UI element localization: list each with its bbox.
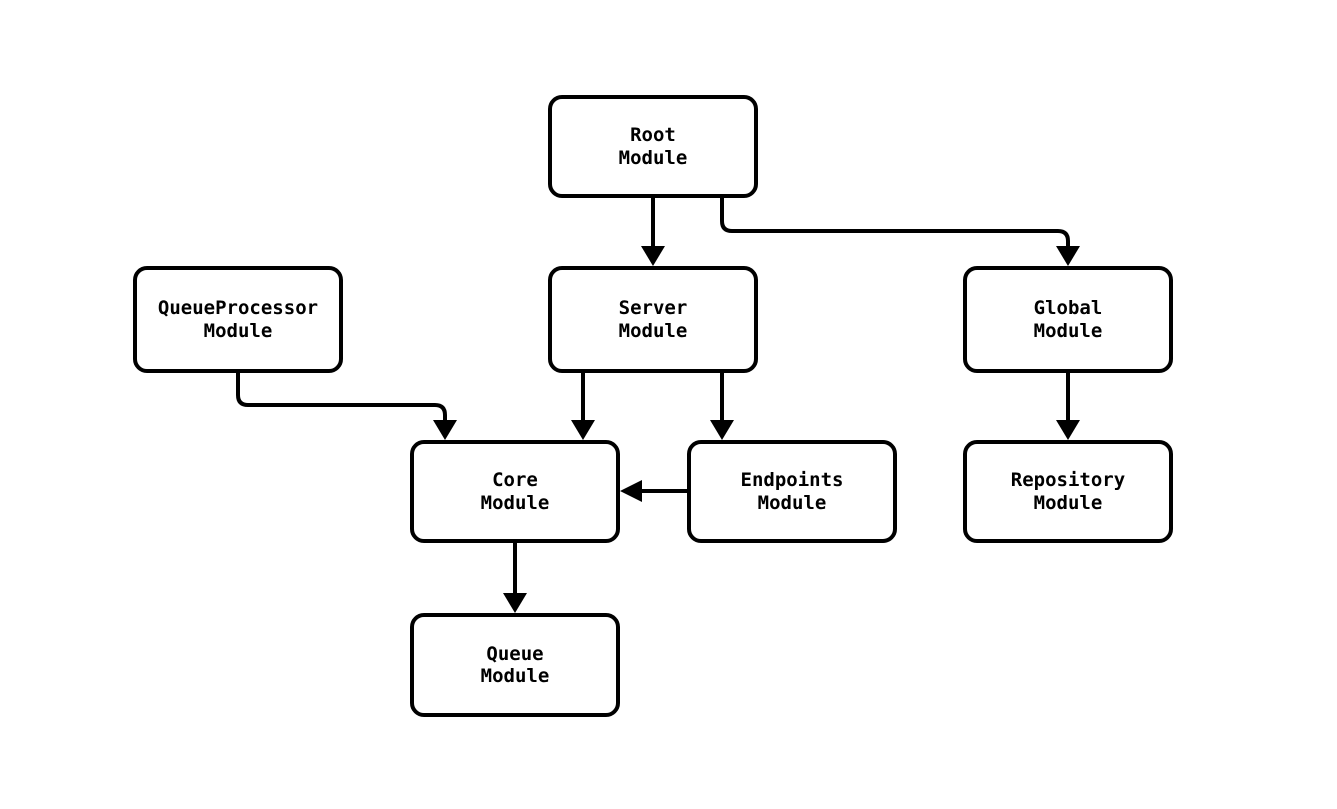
node-core-module-label-line2: Module <box>480 491 550 514</box>
node-queue-module-label-line1: Queue <box>486 642 544 665</box>
edge-server-to-core <box>571 373 595 440</box>
node-global-module[interactable]: Global Module <box>963 266 1173 373</box>
node-server-module-label-line1: Server <box>618 297 688 320</box>
node-endpoints-module-label-line1: Endpoints <box>740 469 844 492</box>
edge-root-to-global <box>720 198 1080 266</box>
edge-endpoints-to-core <box>620 480 687 502</box>
node-server-module[interactable]: Server Module <box>548 266 758 373</box>
node-repository-module-label-line1: Repository <box>1010 469 1126 492</box>
node-endpoints-module-label-line2: Module <box>757 491 827 514</box>
node-root-module[interactable]: Root Module <box>548 95 758 198</box>
edge-root-to-server <box>641 198 665 266</box>
edge-queueprocessor-to-core <box>236 373 457 440</box>
node-queueprocessor-module[interactable]: QueueProcessor Module <box>133 266 343 373</box>
node-core-module[interactable]: Core Module <box>410 440 620 543</box>
node-queue-module[interactable]: Queue Module <box>410 613 620 717</box>
node-queueprocessor-module-label-line1: QueueProcessor <box>157 297 319 320</box>
edge-server-to-endpoints <box>710 373 734 440</box>
node-repository-module[interactable]: Repository Module <box>963 440 1173 543</box>
node-server-module-label-line2: Module <box>618 319 688 342</box>
node-endpoints-module[interactable]: Endpoints Module <box>687 440 897 543</box>
node-queue-module-label-line2: Module <box>480 665 550 687</box>
node-root-module-label-line2: Module <box>618 146 688 169</box>
node-global-module-label-line2: Module <box>1033 319 1103 342</box>
edge-global-to-repository <box>1056 373 1080 440</box>
node-repository-module-label-line2: Module <box>1033 491 1103 514</box>
edge-core-to-queue <box>503 543 527 613</box>
node-core-module-label-line1: Core <box>492 469 538 492</box>
node-queueprocessor-module-label-line2: Module <box>203 319 273 342</box>
node-global-module-label-line1: Global <box>1033 297 1103 320</box>
node-root-module-label-line1: Root <box>630 124 676 147</box>
